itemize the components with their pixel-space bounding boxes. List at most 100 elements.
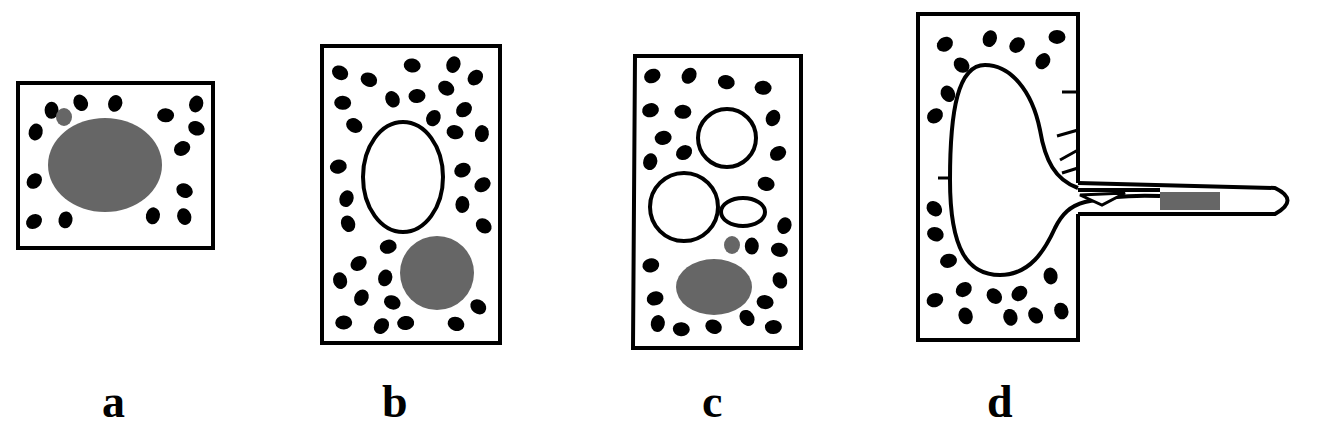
- chloroplast: [444, 54, 463, 75]
- chloroplast: [641, 101, 661, 119]
- chloroplast: [358, 70, 379, 90]
- chloroplast: [756, 175, 776, 192]
- chloroplast: [382, 293, 403, 313]
- chloroplast: [678, 65, 699, 87]
- chloroplast: [1001, 307, 1019, 327]
- nucleolus: [724, 236, 740, 254]
- chloroplast: [174, 181, 195, 201]
- chloroplast: [980, 28, 999, 49]
- chloroplast: [1052, 301, 1071, 322]
- chloroplast: [27, 122, 45, 142]
- chloroplast: [351, 287, 371, 309]
- chloroplast: [343, 115, 365, 136]
- chloroplast: [371, 315, 393, 337]
- chloroplast: [474, 124, 490, 143]
- vacuole: [650, 173, 718, 241]
- chloroplast: [445, 123, 465, 141]
- chloroplast: [464, 67, 486, 89]
- figure-label: d: [987, 379, 1013, 425]
- chloroplast: [649, 314, 666, 334]
- cell-wall: [322, 46, 500, 343]
- chloroplast: [938, 252, 958, 270]
- chloroplast: [171, 138, 193, 159]
- chloroplast: [641, 152, 659, 172]
- chloroplast: [348, 253, 370, 274]
- nucleus: [48, 118, 162, 212]
- chloroplast: [187, 94, 206, 115]
- chloroplast: [745, 237, 759, 254]
- root-hair: [1078, 183, 1288, 214]
- chloroplast: [736, 307, 757, 329]
- chloroplast: [144, 206, 161, 225]
- chloroplast: [473, 215, 495, 237]
- chloroplast: [329, 62, 351, 83]
- nucleolus: [56, 108, 72, 126]
- chloroplast: [923, 198, 945, 220]
- chloroplast: [673, 142, 695, 163]
- chloroplast: [953, 279, 975, 300]
- chloroplast: [925, 225, 946, 244]
- chloroplast: [1025, 304, 1046, 326]
- chloroplast: [770, 270, 790, 292]
- chloroplast: [338, 213, 358, 234]
- chloroplast: [23, 170, 45, 192]
- chloroplast: [408, 89, 426, 104]
- chloroplast: [435, 78, 457, 99]
- chloroplast: [674, 105, 691, 120]
- figure-label: c: [702, 379, 722, 425]
- chloroplast: [1008, 283, 1030, 305]
- cell-wall: [633, 56, 801, 348]
- chloroplast: [328, 158, 348, 175]
- chloroplast: [396, 315, 415, 331]
- chloroplast: [1006, 34, 1028, 56]
- chloroplast: [186, 118, 207, 138]
- chloroplast: [925, 291, 946, 310]
- chloroplast: [924, 105, 946, 126]
- chloroplast: [23, 211, 45, 232]
- chloroplast: [403, 57, 422, 73]
- chloroplast: [754, 80, 772, 95]
- chloroplast: [335, 315, 353, 330]
- chloroplast: [467, 296, 489, 317]
- chloroplast: [934, 34, 956, 55]
- chloroplast: [378, 238, 398, 256]
- chloroplast: [423, 107, 443, 129]
- chloroplast: [157, 108, 174, 123]
- chloroplast: [756, 294, 775, 310]
- chloroplast: [472, 174, 494, 195]
- cell-wall: [18, 83, 213, 248]
- er-strands: [938, 92, 1078, 178]
- figure-label: b: [382, 379, 408, 425]
- chloroplast: [1042, 266, 1059, 285]
- chloroplast: [641, 257, 661, 274]
- chloroplast: [57, 210, 74, 229]
- chloroplast: [654, 130, 673, 146]
- chloroplast: [1049, 30, 1066, 44]
- vacuole: [1078, 188, 1160, 192]
- vacuole: [950, 65, 1160, 275]
- chloroplast: [642, 66, 664, 86]
- chloroplast: [983, 285, 1005, 307]
- chloroplast: [376, 268, 394, 288]
- chloroplast: [703, 317, 724, 337]
- chloroplast: [453, 99, 475, 121]
- chloroplast: [767, 143, 789, 164]
- vacuole: [721, 198, 765, 226]
- nucleus: [1160, 192, 1220, 210]
- chloroplast: [446, 315, 467, 334]
- chloroplast-dots: [23, 28, 1071, 337]
- nucleus: [400, 236, 474, 310]
- chloroplast: [763, 107, 783, 129]
- chloroplast: [765, 320, 782, 335]
- chloroplast: [334, 96, 351, 111]
- chloroplast: [1032, 50, 1053, 72]
- cytoplasm-strand: [1080, 193, 1125, 205]
- chloroplast: [106, 93, 125, 114]
- vacuole: [698, 109, 756, 167]
- chloroplast: [775, 215, 794, 236]
- chloroplast: [70, 92, 90, 114]
- chloroplast: [452, 160, 473, 180]
- chloroplast: [672, 322, 690, 337]
- chloroplast: [645, 289, 665, 307]
- chloroplast: [717, 74, 737, 91]
